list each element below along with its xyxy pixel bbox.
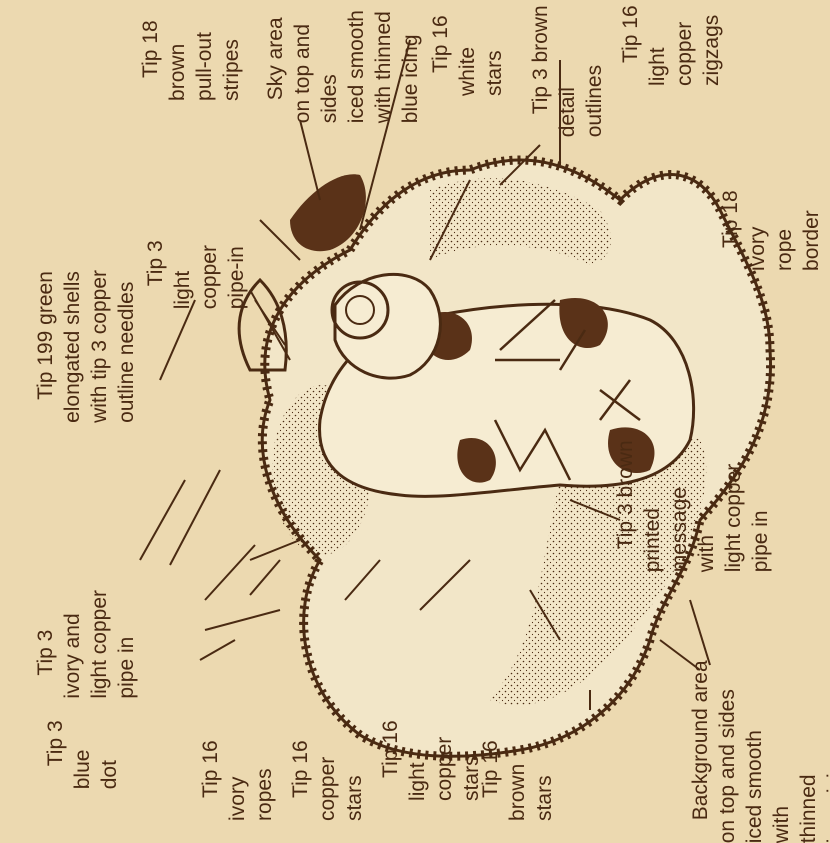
cow-head — [335, 274, 440, 378]
